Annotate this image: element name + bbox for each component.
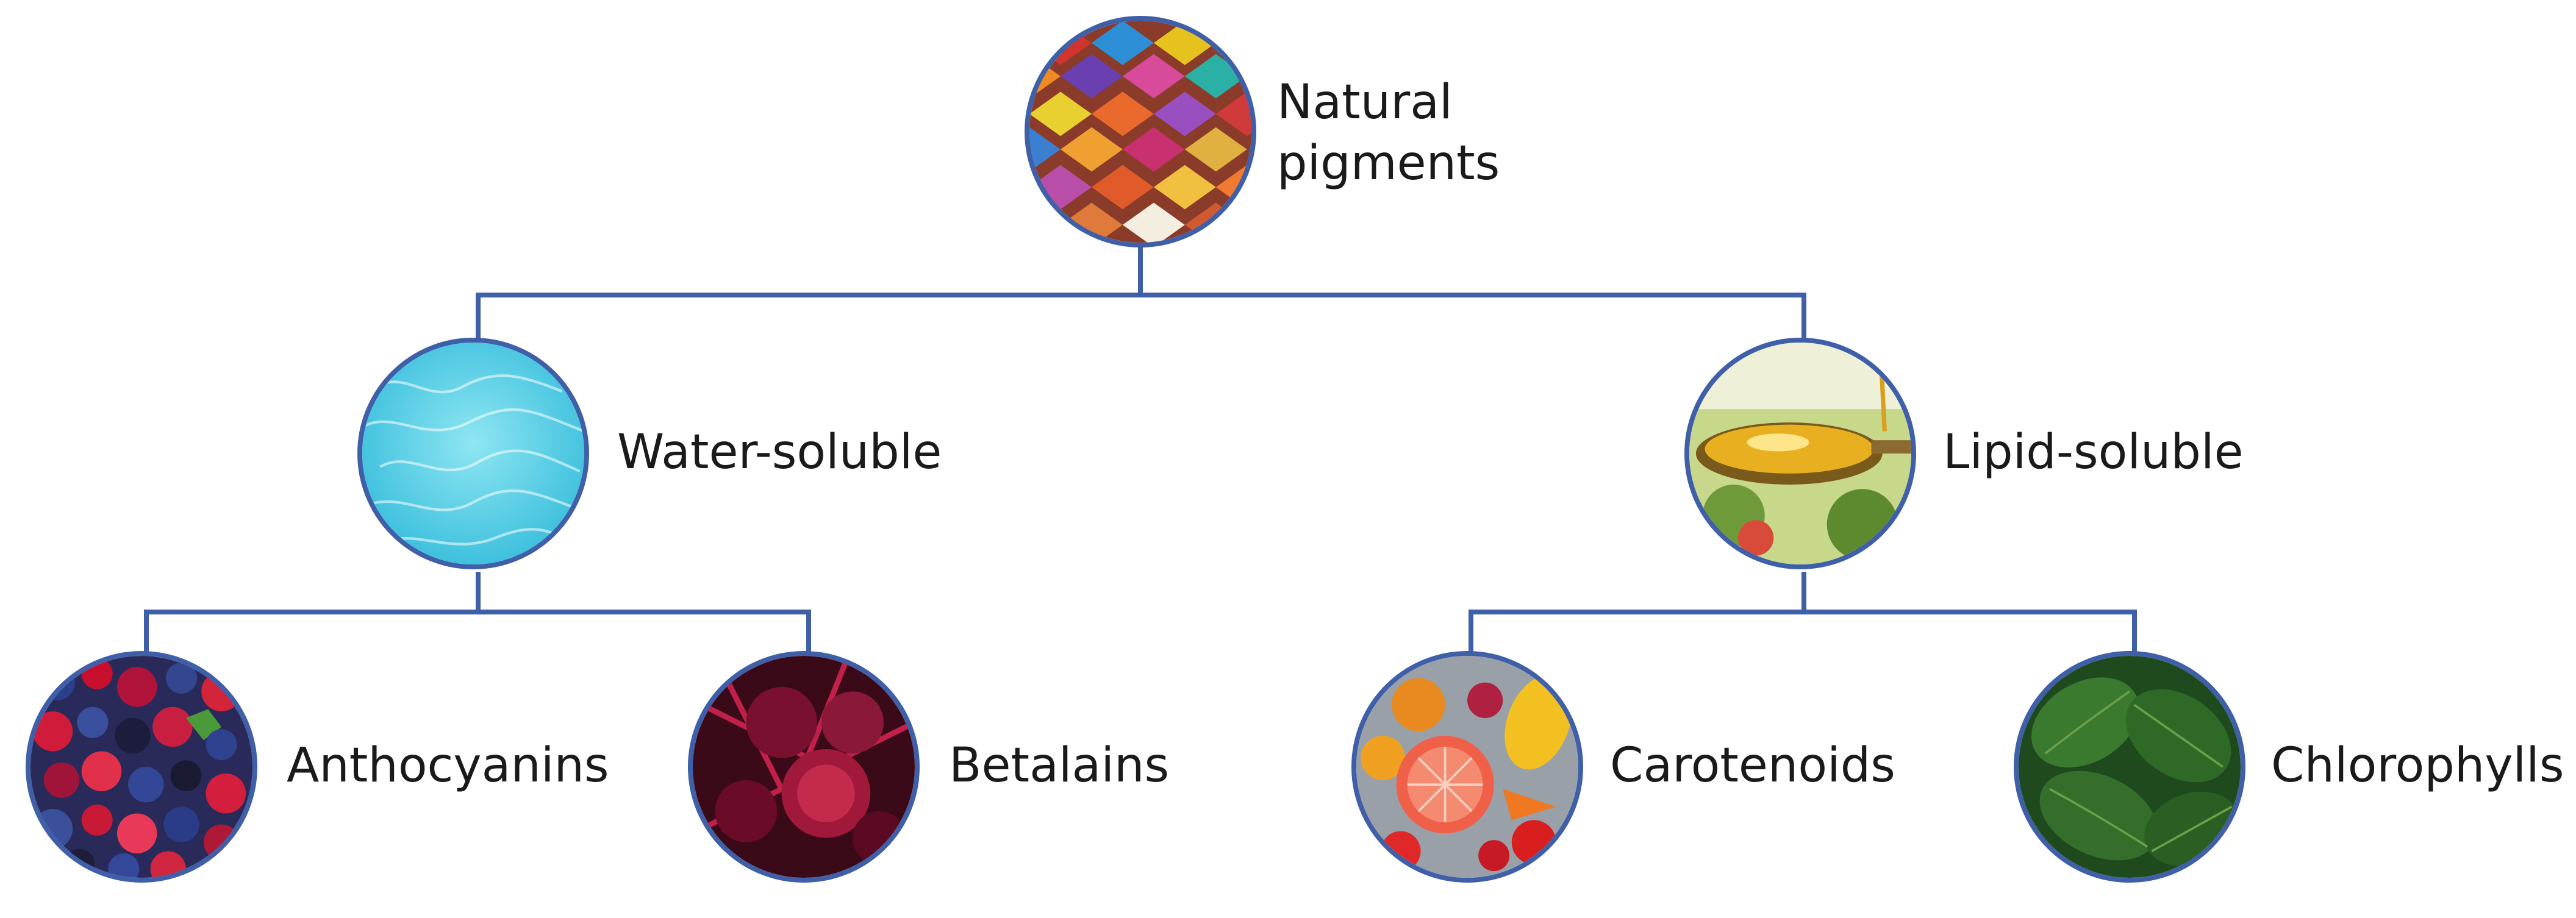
mixed-berries-icon xyxy=(26,651,257,883)
chlorophylls-label: Chlorophylls xyxy=(2271,738,2564,793)
anthocyanins-label: Anthocyanins xyxy=(287,738,609,793)
water-ripple-icon xyxy=(357,338,589,569)
colored-powder-mounds-icon xyxy=(1025,16,1256,247)
citrus-and-vegetables-icon xyxy=(1351,651,1583,883)
spinach-leaves-icon xyxy=(2014,651,2245,883)
root-label: Natural pigments xyxy=(1277,75,1500,191)
betalains-label: Betalains xyxy=(949,738,1170,793)
carotenoids-label: Carotenoids xyxy=(1610,738,1895,793)
red-beetroot-icon xyxy=(688,651,920,883)
oil-spoon-icon xyxy=(1684,338,1916,569)
water-soluble-label: Water-soluble xyxy=(617,425,942,480)
lipid-soluble-label: Lipid-soluble xyxy=(1943,425,2244,480)
